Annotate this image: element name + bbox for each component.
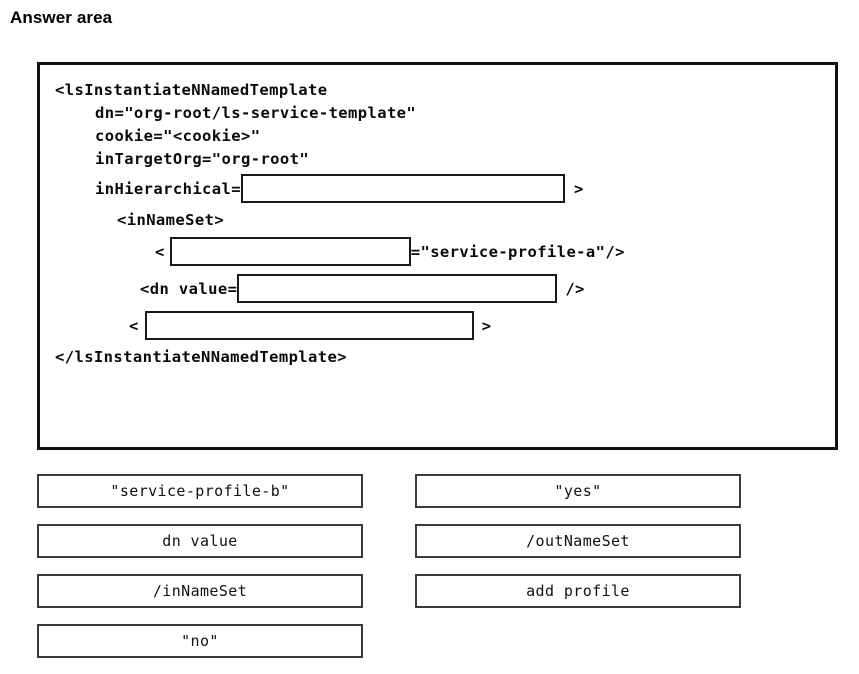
blank-close-namesets[interactable] xyxy=(144,311,474,340)
code-line-close-tag: </lsInstantiateNNamedTemplate> xyxy=(55,344,831,370)
code-text-service-profile-a: ="service-profile-a"/> xyxy=(410,242,625,261)
code-text-close-tag: </lsInstantiateNNamedTemplate> xyxy=(55,348,347,366)
option-label: /inNameSet xyxy=(152,582,248,600)
option-tile-dn-value[interactable]: dn value xyxy=(37,524,363,558)
code-text-innameset-open: <inNameSet> xyxy=(117,211,225,229)
code-text-lt-before-name: < xyxy=(155,242,165,261)
option-tile-out-name-set-close[interactable]: /outNameSet xyxy=(415,524,741,558)
option-tile-no[interactable]: "no" xyxy=(37,624,363,658)
code-text-gt-after-hierarchical: > xyxy=(573,179,584,198)
option-label: /outNameSet xyxy=(526,532,630,550)
code-line-dn-attribute: dn="org-root/ls-service-template" xyxy=(55,101,831,124)
code-text-cookie-attribute: cookie="<cookie>" xyxy=(95,126,261,145)
blank-name-element[interactable] xyxy=(169,237,411,266)
option-label: dn value xyxy=(162,532,238,550)
code-text-dn-attribute: dn="org-root/ls-service-template" xyxy=(95,103,417,122)
option-tile-service-profile-b[interactable]: "service-profile-b" xyxy=(37,474,363,508)
option-tile-add-profile[interactable]: add profile xyxy=(415,574,741,608)
answer-options-left-column: "service-profile-b" dn value /inNameSet … xyxy=(37,474,363,674)
code-label-dn-value: <dn value= xyxy=(140,279,238,298)
code-line-close-namesets: < > xyxy=(55,307,831,344)
code-text-lt-before-close: < xyxy=(129,316,139,335)
code-line-name-element: < ="service-profile-a"/> xyxy=(55,233,831,270)
blank-dn-value[interactable] xyxy=(237,274,558,303)
code-line-inhierarchical: inHierarchical= > xyxy=(55,170,831,207)
code-text-intargetorg-attribute: inTargetOrg="org-root" xyxy=(95,149,310,168)
xml-code-block: <lsInstantiateNNamedTemplate dn="org-roo… xyxy=(55,78,831,443)
option-label: "service-profile-b" xyxy=(110,482,290,500)
option-label: "no" xyxy=(181,632,219,650)
code-line-open-tag: <lsInstantiateNNamedTemplate xyxy=(55,78,831,101)
code-line-innameset-open: <inNameSet> xyxy=(55,207,831,233)
code-text-open-tag: <lsInstantiateNNamedTemplate xyxy=(55,80,328,99)
code-text-self-close: /> xyxy=(565,279,585,298)
code-line-intargetorg-attribute: inTargetOrg="org-root" xyxy=(55,147,831,170)
option-label: "yes" xyxy=(554,482,602,500)
code-line-dn-value: <dn value= /> xyxy=(55,270,831,307)
page-title: Answer area xyxy=(10,8,113,27)
code-label-inhierarchical: inHierarchical= xyxy=(95,179,241,198)
code-text-gt-after-close: > xyxy=(481,316,492,335)
option-tile-in-name-set-close[interactable]: /inNameSet xyxy=(37,574,363,608)
blank-hierarchical[interactable] xyxy=(240,174,565,203)
option-label: add profile xyxy=(526,582,630,600)
code-line-cookie-attribute: cookie="<cookie>" xyxy=(55,124,831,147)
option-tile-yes[interactable]: "yes" xyxy=(415,474,741,508)
answer-options-right-column: "yes" /outNameSet add profile xyxy=(415,474,741,624)
answer-area-panel: <lsInstantiateNNamedTemplate dn="org-roo… xyxy=(37,62,838,450)
answer-options: "service-profile-b" dn value /inNameSet … xyxy=(37,474,827,664)
